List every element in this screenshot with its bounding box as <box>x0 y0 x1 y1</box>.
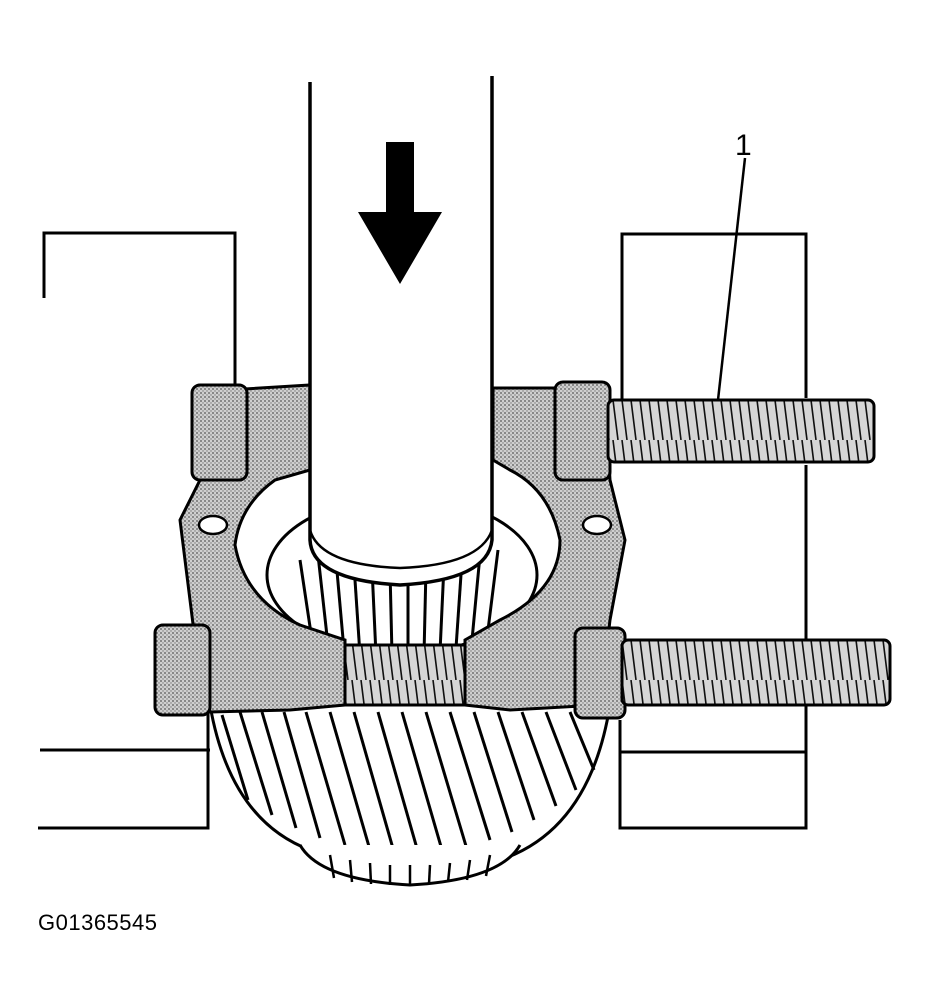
left-support-block <box>38 231 237 830</box>
helical-gear <box>208 703 612 887</box>
press-ram <box>308 76 494 587</box>
figure-code: G01365545 <box>38 910 158 935</box>
lower-separator-bolt <box>153 623 892 720</box>
callout-number: 1 <box>735 129 752 162</box>
press-direction-arrow-icon <box>358 142 442 284</box>
callout-leader-line <box>716 157 747 401</box>
upper-separator-bolt <box>190 380 876 482</box>
right-support-block <box>618 232 808 830</box>
